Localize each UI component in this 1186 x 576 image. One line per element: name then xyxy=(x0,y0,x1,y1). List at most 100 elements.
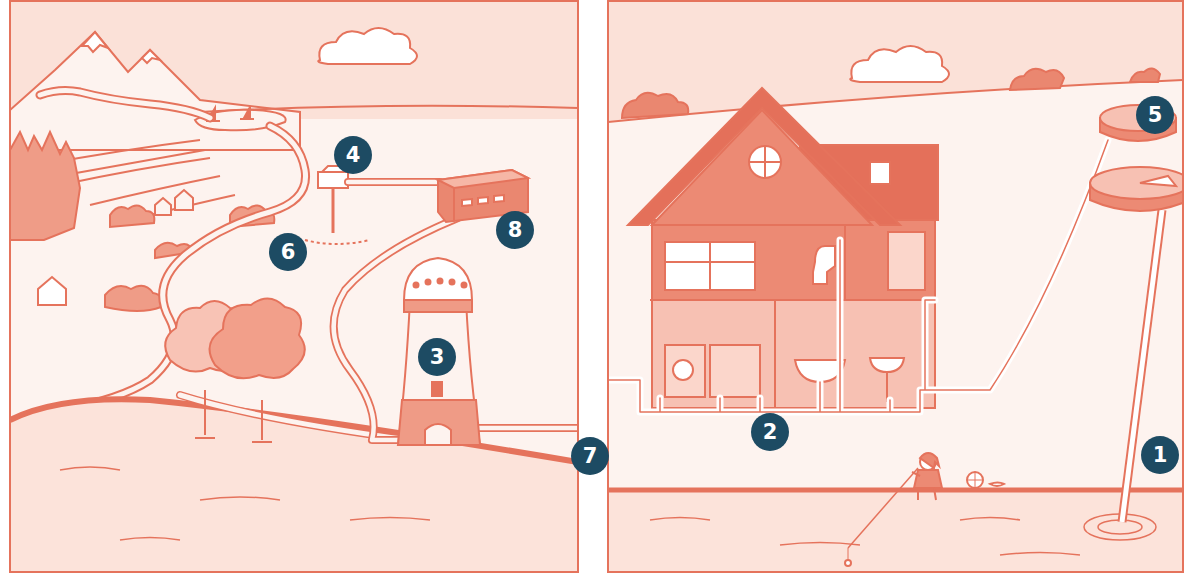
mountains xyxy=(142,50,160,63)
house xyxy=(665,242,755,290)
fishing-girl xyxy=(920,453,939,468)
water-tower xyxy=(404,300,472,312)
fishing-girl xyxy=(845,453,1004,566)
house xyxy=(650,300,775,408)
village xyxy=(175,190,193,210)
village xyxy=(38,190,193,305)
water-tower xyxy=(425,424,451,445)
outflow-pipe xyxy=(1122,210,1162,522)
callout-badge: 8 xyxy=(496,211,534,249)
outflow-pipe xyxy=(1122,210,1162,522)
callout-number: 6 xyxy=(281,242,296,263)
badge-circle xyxy=(571,437,609,475)
bushes xyxy=(622,93,688,118)
house-pipes xyxy=(608,140,1108,412)
left-panel xyxy=(10,1,578,572)
house xyxy=(870,358,904,372)
water-tower xyxy=(462,283,467,288)
house xyxy=(628,88,938,408)
left-panel xyxy=(10,1,578,572)
forest xyxy=(105,286,162,311)
house xyxy=(844,220,846,300)
cloud xyxy=(850,46,949,82)
water-tower xyxy=(398,300,480,445)
callout-number: 3 xyxy=(430,347,445,368)
trees xyxy=(210,298,305,378)
badge-circle xyxy=(418,338,456,376)
badge-circle xyxy=(1141,436,1179,474)
forest xyxy=(110,205,154,227)
right-panel xyxy=(608,1,1183,572)
house-pipes xyxy=(608,140,1108,412)
panel-border xyxy=(608,1,1183,572)
treatment-tanks xyxy=(1090,167,1183,199)
trees xyxy=(165,298,305,442)
water-tower xyxy=(414,283,419,288)
house xyxy=(749,146,781,178)
badge-circle xyxy=(1136,96,1174,134)
river xyxy=(650,518,1080,556)
house xyxy=(665,242,755,290)
fishing-girl xyxy=(912,472,920,476)
fishing-girl xyxy=(845,560,851,566)
bushes xyxy=(1130,68,1160,82)
forest xyxy=(10,132,80,240)
callout-number: 1 xyxy=(1153,445,1168,466)
callout-number: 7 xyxy=(583,446,598,467)
badge-circle xyxy=(496,211,534,249)
fishing-girl xyxy=(967,472,983,488)
intake-station xyxy=(305,240,370,244)
fishing-girl xyxy=(848,548,849,560)
left-panel xyxy=(10,1,578,572)
water-tower xyxy=(398,400,480,445)
village xyxy=(155,198,171,215)
house xyxy=(628,88,900,225)
horizon xyxy=(608,80,1183,122)
fishing-girl xyxy=(914,470,942,488)
village xyxy=(38,277,66,305)
mountains xyxy=(82,32,108,52)
water-tower xyxy=(404,258,472,300)
water-tower xyxy=(450,280,455,285)
badge-circle xyxy=(269,233,307,271)
lake xyxy=(240,118,254,120)
water-tower xyxy=(426,280,431,285)
cloud xyxy=(850,46,949,82)
stream xyxy=(40,91,306,410)
house xyxy=(665,345,760,397)
callout-badge: 2 xyxy=(751,413,789,451)
intake-station xyxy=(332,188,335,233)
house xyxy=(673,360,693,380)
house xyxy=(749,146,781,178)
panel-border xyxy=(10,1,578,572)
sky xyxy=(608,1,1183,122)
badge-circle xyxy=(751,413,789,451)
treatment-tanks xyxy=(1140,176,1176,186)
intake-station xyxy=(318,172,348,188)
trees xyxy=(252,400,272,442)
house-pipes xyxy=(608,140,1108,412)
outflow-pipe xyxy=(1122,210,1162,522)
house xyxy=(652,110,872,225)
house xyxy=(870,162,890,184)
callout-badge: 3 xyxy=(418,338,456,376)
water-tower xyxy=(398,258,480,445)
callout-number: 2 xyxy=(763,422,778,443)
fishing-girl xyxy=(990,483,1004,487)
river xyxy=(1098,520,1142,534)
cloud xyxy=(318,28,417,64)
fishing-girl xyxy=(918,488,936,500)
callout-badge: 4 xyxy=(334,136,372,174)
lake xyxy=(244,107,250,118)
river xyxy=(608,488,1183,493)
river xyxy=(608,490,1183,572)
river xyxy=(608,490,1183,572)
treatment-plant xyxy=(453,188,455,220)
treatment-plant xyxy=(438,170,528,188)
fishing-girl xyxy=(968,473,982,487)
house xyxy=(652,220,935,408)
